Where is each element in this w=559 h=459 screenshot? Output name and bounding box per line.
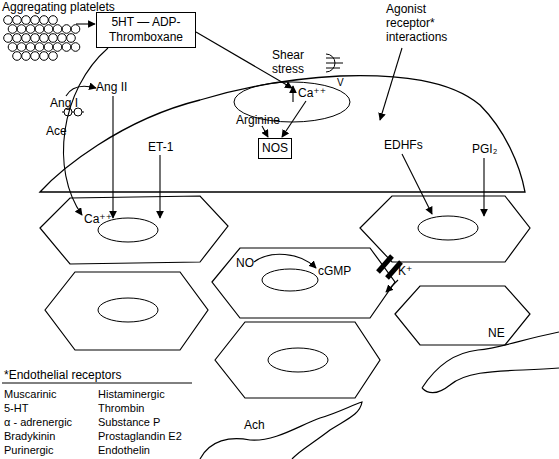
arrow — [112, 96, 113, 218]
annotation-label: Agonist receptor* interactions — [386, 2, 464, 44]
annotation-label: PGI₂ — [472, 142, 497, 156]
platelet — [8, 43, 17, 52]
table-cell: Bradykinin — [4, 429, 55, 443]
smooth-muscle-cell — [45, 272, 208, 350]
platelet — [26, 25, 35, 34]
annotation-label: Arginine — [236, 113, 280, 127]
arrow — [66, 86, 96, 96]
annotation-label: K⁺ — [398, 264, 412, 278]
platelet — [62, 25, 71, 34]
smooth-muscle-cell — [40, 196, 228, 264]
annotation-label: Ang I — [50, 96, 78, 110]
table-cell: Muscarinic — [4, 387, 57, 401]
table-cell: *Endothelial receptors — [4, 368, 121, 382]
arrow — [254, 254, 316, 268]
platelet — [35, 43, 44, 52]
arrow — [380, 48, 402, 120]
table-cell: Substance P — [98, 415, 160, 429]
table-cell: Purinergic — [4, 443, 54, 457]
platelet — [40, 16, 49, 25]
annotation-label: ET-1 — [148, 140, 173, 154]
platelet — [40, 34, 49, 43]
platelet — [44, 25, 53, 34]
arrow — [282, 101, 306, 137]
platelet-cluster — [4, 16, 80, 61]
annotation-label: NO — [236, 256, 254, 270]
platelet — [49, 34, 58, 43]
platelet — [4, 16, 13, 25]
platelet — [31, 34, 40, 43]
cell-nucleus — [262, 269, 318, 291]
cell-nucleus — [268, 348, 328, 372]
nerve-ending — [422, 332, 559, 393]
smooth-muscle-cell — [212, 248, 395, 318]
platelet — [17, 43, 26, 52]
table-rule — [2, 383, 192, 384]
platelet — [49, 52, 58, 61]
cell-nucleus — [98, 298, 158, 322]
platelet — [35, 25, 44, 34]
platelet — [13, 16, 22, 25]
shear-stress-symbol — [326, 54, 343, 72]
smooth-muscle-cell — [215, 322, 380, 398]
annotation-label: NE — [488, 326, 505, 340]
platelet — [22, 52, 31, 61]
annotation-label: Ach — [244, 418, 265, 432]
arrow — [386, 280, 398, 292]
platelet — [26, 43, 35, 52]
annotation-label: Ang II — [96, 80, 127, 94]
annotation-label: Ca⁺⁺ — [84, 212, 112, 226]
platelet — [13, 34, 22, 43]
platelet — [44, 43, 53, 52]
process-box: 5HT — ADP- Thromboxane — [96, 12, 196, 48]
platelet — [22, 16, 31, 25]
box-label: 5HT — ADP- Thromboxane — [100, 15, 192, 45]
box-label: NOS — [262, 141, 288, 156]
smooth-muscle-cell — [395, 286, 530, 345]
platelet — [58, 34, 67, 43]
platelet — [67, 34, 76, 43]
arrow — [402, 154, 432, 214]
table-cell: Endothelin — [98, 443, 150, 457]
arrow — [292, 86, 293, 102]
platelet — [31, 52, 40, 61]
platelet — [49, 16, 58, 25]
platelet — [62, 43, 71, 52]
arrow — [76, 23, 95, 24]
annotation-label: EDHFs — [384, 138, 423, 152]
platelet — [71, 43, 80, 52]
arrow — [159, 155, 160, 218]
annotation-label: Ace — [46, 124, 67, 138]
table-cell: Prostaglandin E2 — [98, 429, 182, 443]
table-cell: Histaminergic — [98, 387, 165, 401]
annotation-label: Shear stress — [272, 48, 316, 76]
platelet — [40, 52, 49, 61]
platelet — [4, 34, 13, 43]
platelet — [13, 52, 22, 61]
arrow — [483, 158, 484, 216]
process-box: NOS — [258, 138, 292, 159]
platelet — [17, 25, 26, 34]
platelet — [22, 34, 31, 43]
platelet — [31, 16, 40, 25]
annotation-label: Ca⁺⁺ — [298, 86, 326, 100]
platelet — [71, 25, 80, 34]
table-cell: Thrombin — [98, 401, 144, 415]
smooth-muscle-cell — [360, 196, 530, 262]
nerve-ending — [200, 402, 362, 459]
annotation-label: cGMP — [318, 264, 351, 278]
cell-nucleus — [418, 216, 478, 240]
arrow — [262, 126, 268, 137]
annotation-label: V — [337, 76, 344, 90]
table-cell: α - adrenergic — [4, 415, 72, 429]
arrow — [63, 48, 108, 215]
potassium-channel — [378, 256, 392, 272]
platelet — [53, 25, 62, 34]
platelet — [53, 43, 62, 52]
table-cell: 5-HT — [4, 401, 28, 415]
platelet — [8, 25, 17, 34]
